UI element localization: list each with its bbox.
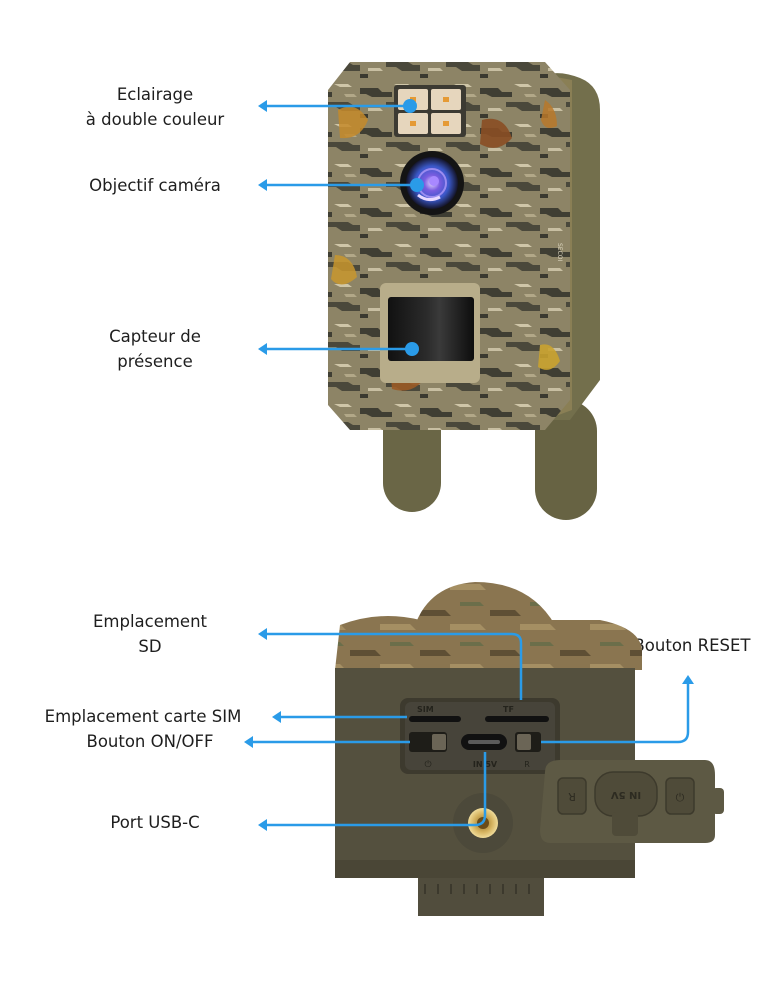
arrow-head-icon bbox=[258, 179, 267, 191]
power-icon: ⏻ bbox=[424, 759, 431, 770]
label-reset: Bouton RESET bbox=[622, 633, 762, 658]
label-line: Eclairage bbox=[116, 85, 194, 104]
label-line: Emplacement bbox=[92, 612, 208, 631]
cover-in-marking: IN 5V bbox=[611, 789, 642, 800]
label-line: Bouton RESET bbox=[633, 636, 751, 655]
arrow-head-icon bbox=[258, 100, 267, 112]
tf-marking: TF bbox=[503, 705, 514, 714]
callout-dot bbox=[410, 178, 424, 192]
sim-slot[interactable] bbox=[409, 716, 461, 722]
led-panel bbox=[394, 85, 466, 137]
label-line: à double couleur bbox=[85, 110, 225, 129]
label-power: Bouton ON/OFF bbox=[60, 729, 240, 754]
mount-leg-right bbox=[535, 400, 597, 520]
label-usb: Port USB-C bbox=[80, 810, 230, 835]
brand-mark: SECOI bbox=[556, 243, 563, 262]
callout-line-sd bbox=[264, 632, 523, 700]
arrow-head-icon bbox=[258, 819, 267, 831]
arrow-head-icon bbox=[272, 711, 281, 723]
label-line: Objectif caméra bbox=[89, 176, 221, 195]
label-lighting: Eclairage à double couleur bbox=[72, 82, 238, 132]
arrow-head-icon bbox=[258, 628, 267, 640]
vent bbox=[418, 878, 544, 916]
label-line: Capteur de bbox=[109, 327, 201, 346]
label-line: présence bbox=[117, 352, 193, 371]
callout-line-reset bbox=[541, 682, 690, 744]
reset-marking: R bbox=[524, 760, 530, 769]
sim-marking: SIM bbox=[417, 705, 434, 714]
label-line: SD bbox=[138, 637, 162, 656]
label-line: Bouton ON/OFF bbox=[86, 732, 214, 751]
camera-lens bbox=[400, 151, 464, 215]
rubber-cover[interactable]: R IN 5V ⏻ bbox=[540, 760, 724, 843]
label-sensor: Capteur de présence bbox=[72, 324, 238, 374]
callout-line-usb bbox=[264, 752, 487, 827]
bottom-callouts bbox=[250, 632, 690, 827]
callout-dot bbox=[403, 99, 417, 113]
label-sim: Emplacement carte SIM bbox=[28, 704, 258, 729]
label-line: Port USB-C bbox=[110, 813, 200, 832]
arrow-head-icon bbox=[682, 675, 694, 684]
label-sd: Emplacement SD bbox=[70, 609, 230, 659]
front-camera: SECOI bbox=[328, 62, 600, 520]
bottom-camera: SIM TF ⏻ IN 5V R R IN 5V ⏻ bbox=[335, 582, 724, 916]
sd-slot[interactable] bbox=[485, 716, 549, 722]
cover-power-marking: ⏻ bbox=[676, 791, 685, 804]
cover-r-marking: R bbox=[568, 790, 576, 803]
label-lens: Objectif caméra bbox=[72, 173, 238, 198]
arrow-head-icon bbox=[244, 736, 253, 748]
bottom-arrowheads bbox=[244, 628, 694, 831]
label-line: Emplacement carte SIM bbox=[44, 707, 242, 726]
motion-sensor bbox=[380, 283, 480, 383]
camo-top bbox=[335, 616, 642, 670]
arrow-head-icon bbox=[258, 343, 267, 355]
front-callouts bbox=[258, 99, 424, 356]
callout-dot bbox=[405, 342, 419, 356]
